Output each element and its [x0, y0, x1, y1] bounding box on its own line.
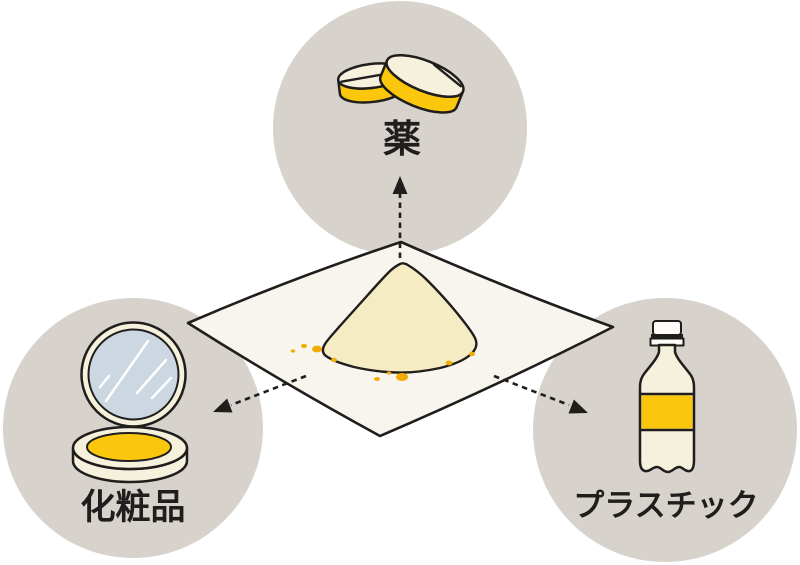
- arrow-to-plastic: [493, 374, 588, 414]
- bottle-label: [641, 395, 693, 429]
- powder-specks: [290, 343, 475, 381]
- plastic-bottle-icon: [638, 320, 696, 474]
- compact-base: [71, 425, 189, 484]
- cosmetics-label: 化粧品: [80, 488, 185, 528]
- plastic-label: プラスチック: [573, 488, 758, 524]
- arrow-to-cosmetics: [213, 374, 307, 413]
- compact-lid-mirror: [80, 321, 187, 428]
- bottle-cap: [652, 320, 682, 336]
- mirror-shine: [98, 339, 173, 403]
- arrow-to-medicine: [392, 176, 408, 258]
- medicine-label: 薬: [383, 117, 421, 161]
- powder-pile: [321, 262, 478, 374]
- tablets-icon: [336, 54, 465, 114]
- medicine-node-circle: [273, 1, 527, 255]
- compact-icon: [71, 321, 189, 484]
